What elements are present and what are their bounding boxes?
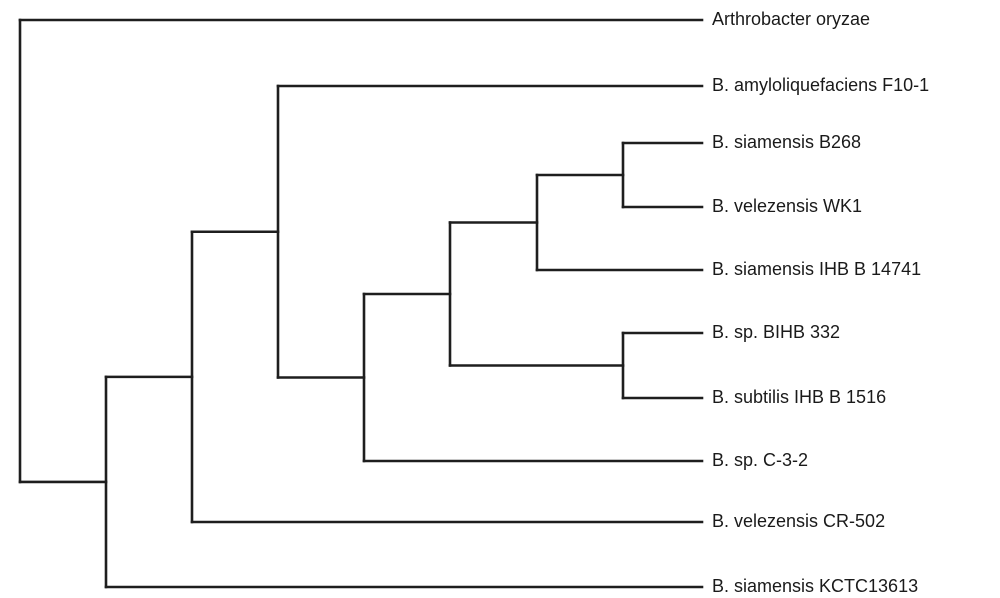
leaf-labels: Arthrobacter oryzae B. amyloliquefaciens… bbox=[712, 9, 929, 596]
leaf-label-arthrobacter-oryzae: Arthrobacter oryzae bbox=[712, 9, 870, 29]
leaf-label-b-velezensis-wk1: B. velezensis WK1 bbox=[712, 196, 862, 216]
leaf-label-b-siamensis-b268: B. siamensis B268 bbox=[712, 132, 861, 152]
leaf-label-b-velezensis-cr-502: B. velezensis CR-502 bbox=[712, 511, 885, 531]
leaf-label-b-sp-bihb-332: B. sp. BIHB 332 bbox=[712, 322, 840, 342]
tree-branches bbox=[18, 18, 704, 589]
leaf-label-b-siamensis-kctc13613: B. siamensis KCTC13613 bbox=[712, 576, 918, 596]
leaf-label-b-sp-c-3-2: B. sp. C-3-2 bbox=[712, 450, 808, 470]
leaf-label-b-siamensis-ihb-b-14741: B. siamensis IHB B 14741 bbox=[712, 259, 921, 279]
leaf-label-b-amyloliquefaciens-f10-1: B. amyloliquefaciens F10-1 bbox=[712, 75, 929, 95]
leaf-label-b-subtilis-ihb-b-1516: B. subtilis IHB B 1516 bbox=[712, 387, 886, 407]
